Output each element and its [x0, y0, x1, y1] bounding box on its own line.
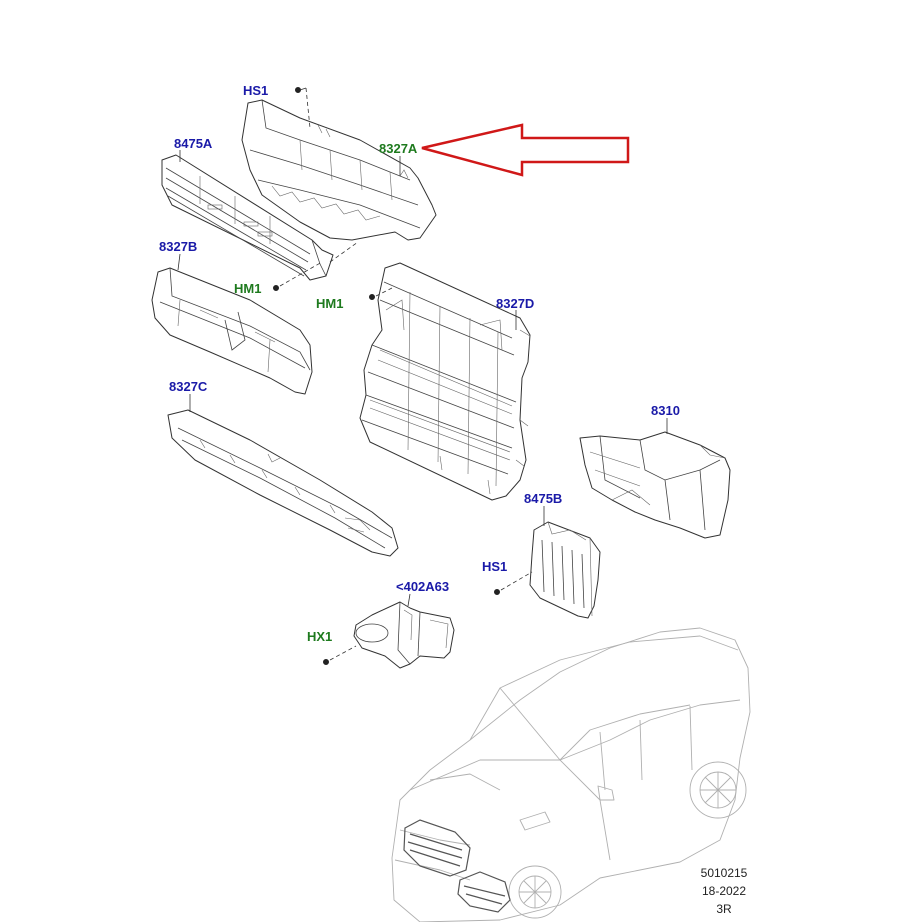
part-8327b-air-duct	[151, 267, 313, 395]
label-8475b: 8475B	[524, 491, 562, 506]
highlighted-front-grille	[403, 819, 511, 913]
part-8475b-lower-shutter	[529, 521, 601, 619]
label-hm1-right: HM1	[316, 296, 343, 311]
label-hs1-bottom: HS1	[482, 559, 507, 574]
label-hx1: HX1	[307, 629, 332, 644]
reference-code: 3R	[716, 902, 732, 916]
part-8327d-shutter-frame	[359, 262, 531, 501]
reference-block: 5010215 18-2022 3R	[701, 866, 748, 916]
part-8475a-upper-shutter	[161, 154, 334, 281]
part-402a63-air-guide	[353, 601, 455, 669]
label-hs1-top: HS1	[243, 83, 268, 98]
fasteners	[273, 87, 533, 665]
part-8327c-lower-beam	[167, 409, 399, 557]
label-8327c: 8327C	[169, 379, 208, 394]
fastener-hm1-left	[273, 261, 323, 291]
callout-arrow	[421, 123, 630, 177]
fastener-hs1-bottom	[494, 571, 533, 595]
label-8475a: 8475A	[174, 136, 213, 151]
fastener-hx1	[323, 645, 357, 665]
part-8327a-upper-deflector	[241, 99, 437, 241]
part-8310-side-duct	[579, 431, 731, 539]
fastener-hs1-top	[295, 87, 311, 129]
reference-date: 18-2022	[702, 884, 746, 898]
leader-lines	[177, 150, 668, 607]
vehicle-location-sketch	[391, 627, 751, 922]
label-402a63: <402A63	[396, 579, 449, 594]
part-labels: HS1 8475A 8327A 8327B HM1 HM1 8327D 8327…	[159, 83, 680, 644]
fastener-hm1-right	[369, 287, 393, 300]
reference-number: 5010215	[701, 866, 748, 880]
label-8327a: 8327A	[379, 141, 418, 156]
label-hm1-left: HM1	[234, 281, 261, 296]
label-8310: 8310	[651, 403, 680, 418]
label-8327d: 8327D	[496, 296, 534, 311]
label-8327b: 8327B	[159, 239, 197, 254]
